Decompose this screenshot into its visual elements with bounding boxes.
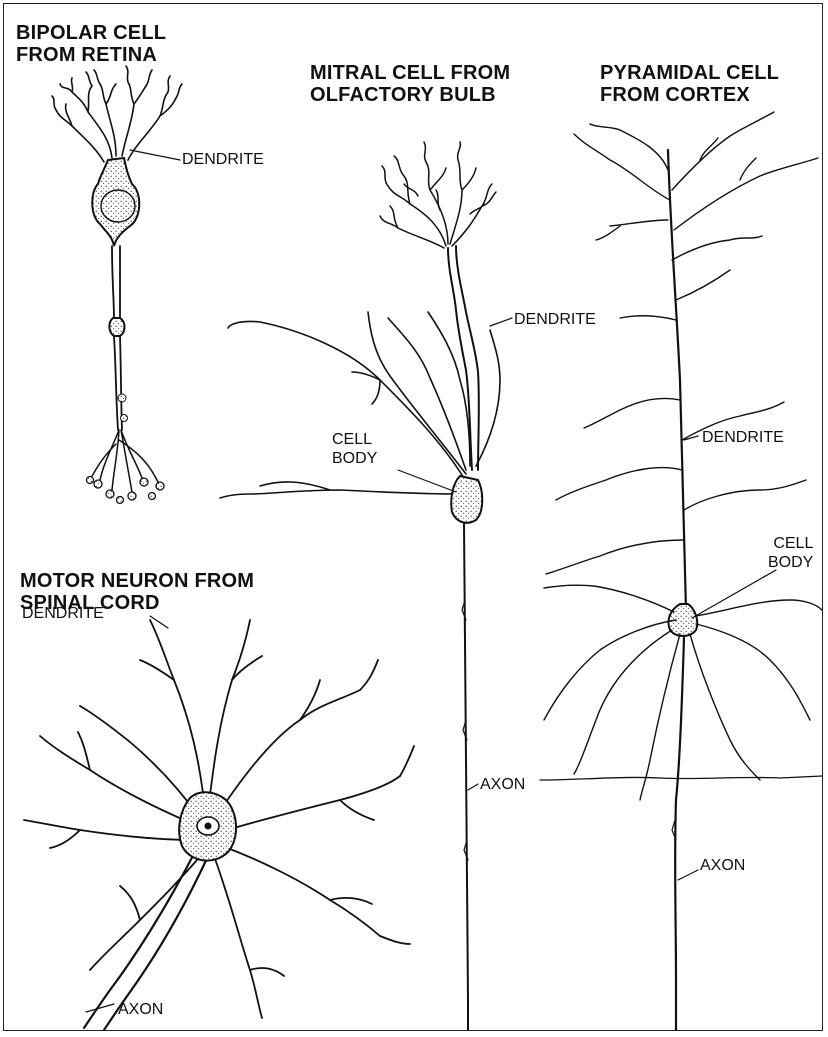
mitral-cell — [220, 142, 512, 1030]
pyramidal-cell-title: PYRAMIDAL CELL FROM CORTEX — [600, 62, 779, 106]
mitral-glomerular-tuft — [380, 142, 496, 248]
mitral-lateral-dendrites — [220, 312, 500, 498]
pyramidal-axon-label: AXON — [700, 856, 745, 875]
pyramidal-apical-tuft — [574, 112, 818, 320]
mitral-axon-label: AXON — [480, 775, 525, 794]
bipolar-dendrite-label: DENDRITE — [182, 150, 264, 169]
pyramidal-cell-body-label: CELL BODY — [768, 534, 813, 572]
bipolar-cell-title: BIPOLAR CELL FROM RETINA — [16, 22, 166, 66]
bipolar-dendritic-tuft — [52, 66, 182, 162]
pyramidal-dendrite-label: DENDRITE — [702, 428, 784, 447]
mitral-cell-title: MITRAL CELL FROM OLFACTORY BULB — [310, 62, 510, 106]
mitral-cell-body-label: CELL BODY — [332, 430, 377, 468]
motor-axon-label: AXON — [118, 1000, 163, 1019]
bipolar-cell — [52, 66, 182, 504]
pyramidal-oblique-dendrites — [546, 398, 806, 574]
motor-neuron — [24, 616, 414, 1030]
mitral-dendrite-label: DENDRITE — [514, 310, 596, 329]
motor-dendrite-label: DENDRITE — [22, 604, 104, 623]
